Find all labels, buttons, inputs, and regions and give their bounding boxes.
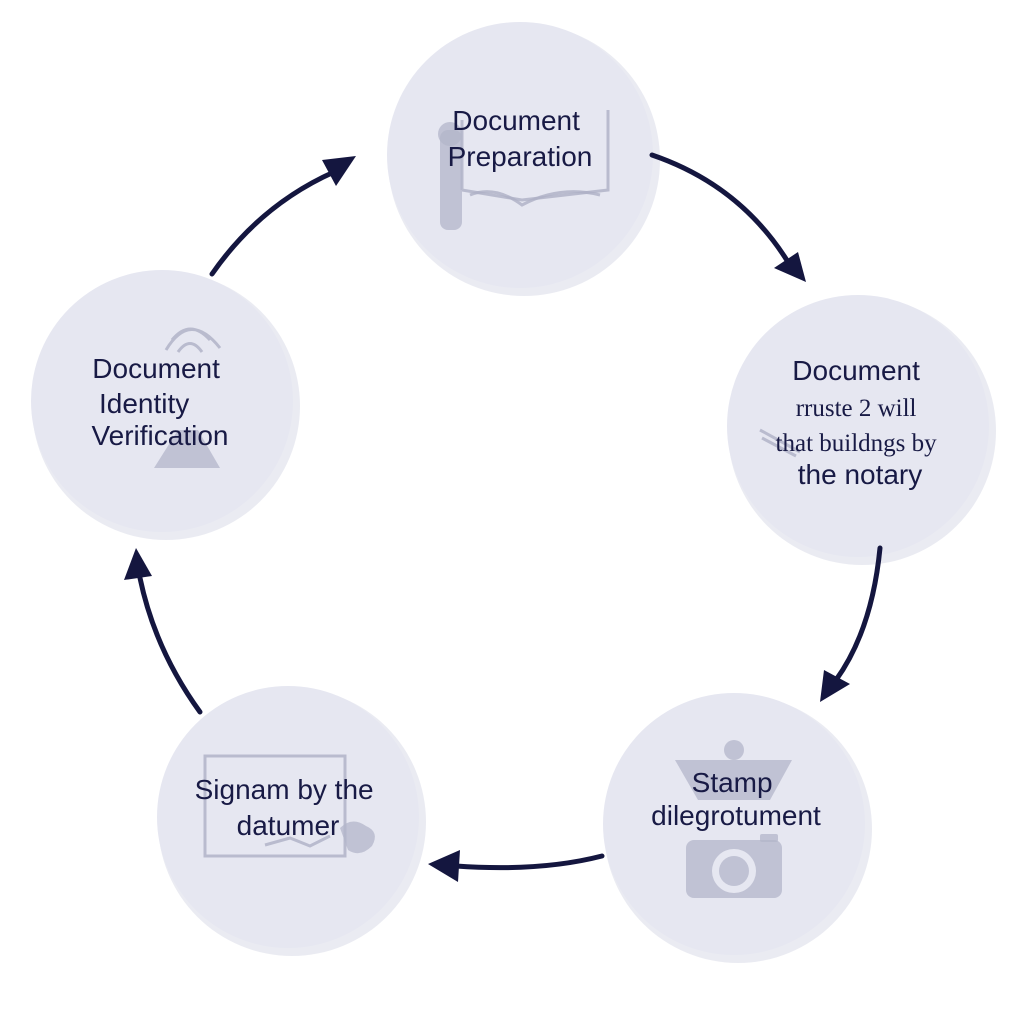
arrow-review-to-stamp xyxy=(820,545,883,702)
node-label-line: Identity xyxy=(99,388,189,419)
node-label: Signam by the datumer xyxy=(195,774,382,841)
node-identity-verification: Document Identity Verification xyxy=(31,270,300,540)
node-circle xyxy=(603,693,865,955)
node-label: Stamp dilegrotument xyxy=(651,767,821,831)
node-label-line: dilegrotument xyxy=(651,800,821,831)
node-label-line: the notary xyxy=(798,459,923,490)
node-label-line: that buildngs by xyxy=(776,430,938,457)
node-label-line: Verification xyxy=(92,420,229,451)
signature-frame-icon xyxy=(203,754,375,858)
node-circle xyxy=(157,686,419,948)
node-document-notary-review: Document rruste 2 will that buildngs by … xyxy=(727,295,996,565)
arrow-verification-to-preparation xyxy=(209,156,356,277)
node-label-line: Document xyxy=(92,353,220,384)
node-label: Document Preparation xyxy=(448,105,593,172)
node-circle xyxy=(727,295,989,557)
node-signing: Signam by the datumer xyxy=(157,686,426,956)
node-stamp: Stamp dilegrotument xyxy=(603,693,872,963)
arrow-stamp-to-signing xyxy=(428,850,605,882)
node-label-line: rruste 2 will xyxy=(796,395,917,422)
node-document-preparation: Document Preparation xyxy=(387,22,660,296)
node-label-line: Signam by the xyxy=(195,774,374,805)
open-book-pen-icon xyxy=(438,110,610,230)
arrow-signing-to-verification xyxy=(124,548,203,715)
node-circle xyxy=(31,270,293,532)
node-label-line: datumer xyxy=(237,810,340,841)
arrow-preparation-to-review xyxy=(649,152,806,282)
node-label-line: Document xyxy=(452,105,580,136)
node-label-line: Preparation xyxy=(448,141,593,172)
node-label-line: Document xyxy=(792,355,920,386)
fingerprint-person-icon xyxy=(154,327,222,468)
node-label-line: Stamp xyxy=(692,767,773,798)
stamp-camera-icon xyxy=(675,740,792,898)
node-label: Document Identity Verification xyxy=(92,353,229,451)
node-label: Document rruste 2 will that buildngs by … xyxy=(776,355,945,490)
pen-icon xyxy=(759,428,801,458)
